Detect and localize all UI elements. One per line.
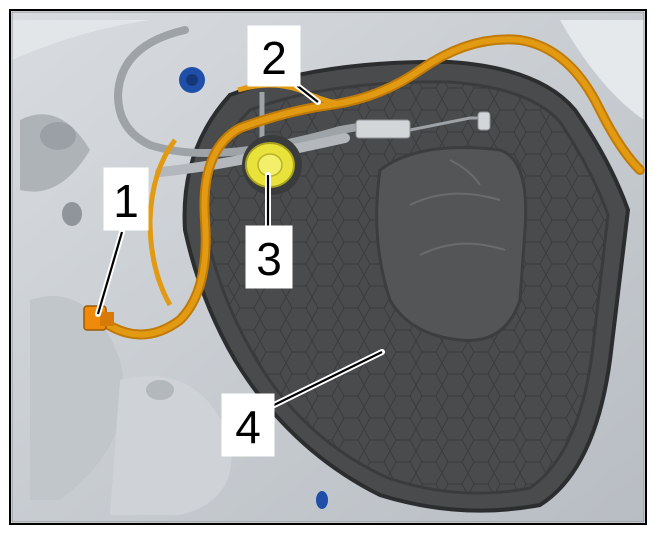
figure-border (9, 9, 647, 525)
blue-clip-icon (179, 67, 205, 93)
callout-1-label: 1 (113, 175, 139, 227)
yellow-plug-icon (242, 135, 302, 195)
callout-4-label: 4 (235, 401, 261, 453)
blue-clip-lower-icon (316, 491, 328, 509)
callout-2: 2 (247, 25, 301, 87)
leader-lines (95, 77, 385, 411)
callout-1: 1 (103, 167, 149, 231)
callout-3: 3 (245, 225, 293, 289)
callout-3-label: 3 (256, 233, 282, 285)
callout-4: 4 (221, 393, 275, 457)
callout-2-label: 2 (261, 32, 287, 84)
